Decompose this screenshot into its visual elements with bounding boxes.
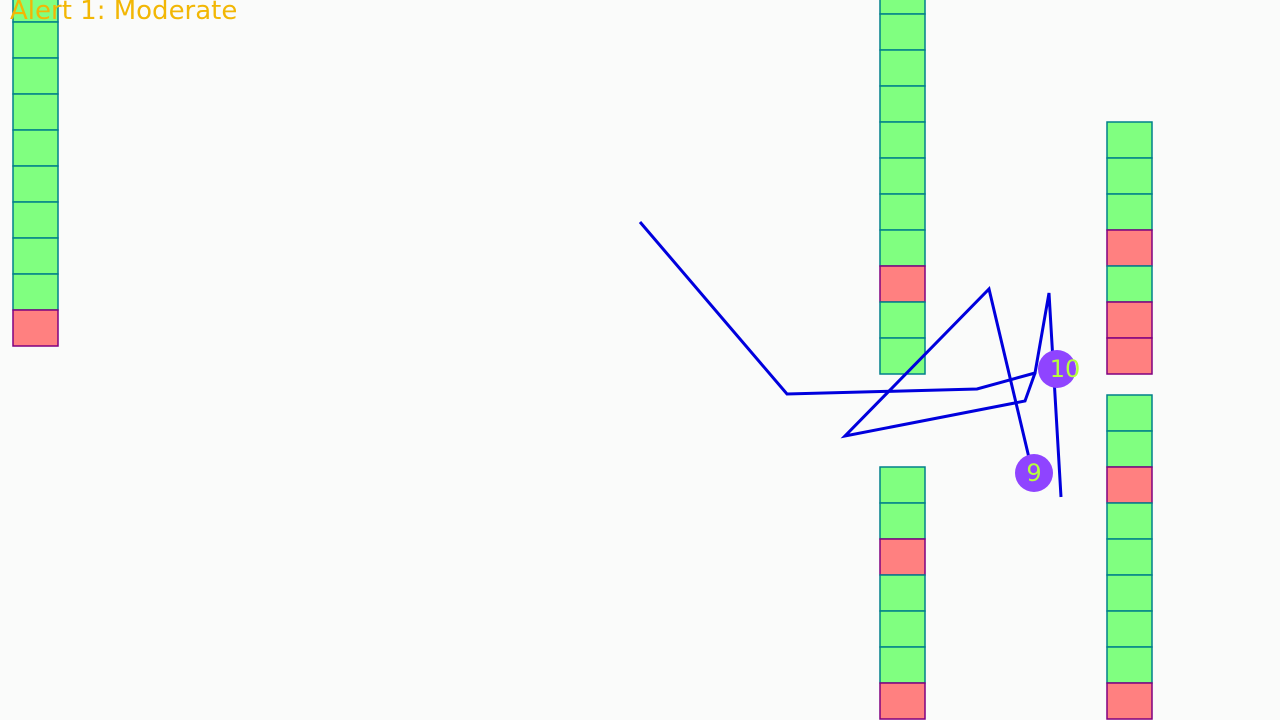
waypoint-label: 10 bbox=[1050, 355, 1081, 383]
safe-cell bbox=[879, 85, 926, 123]
safe-cell bbox=[1106, 193, 1153, 231]
danger-cell bbox=[1106, 301, 1153, 339]
waypoint-marker bbox=[1015, 454, 1053, 492]
safe-cell bbox=[879, 301, 926, 339]
column-left bbox=[12, 0, 59, 347]
safe-cell bbox=[1106, 157, 1153, 195]
safe-cell bbox=[1106, 502, 1153, 540]
safe-cell bbox=[879, 13, 926, 51]
safe-cell bbox=[879, 157, 926, 195]
waypoint-9: 9 bbox=[1015, 454, 1053, 492]
safe-cell bbox=[12, 165, 59, 203]
safe-cell bbox=[1106, 121, 1153, 159]
flight-path bbox=[638, 221, 1063, 498]
safe-cell bbox=[879, 121, 926, 159]
alert-status-text: Alert 1: Moderate bbox=[10, 0, 238, 26]
safe-cell bbox=[12, 93, 59, 131]
danger-cell bbox=[1106, 229, 1153, 267]
safe-cell bbox=[12, 21, 59, 59]
safe-cell bbox=[12, 273, 59, 311]
danger-cell bbox=[1106, 337, 1153, 375]
flight-path-segment bbox=[840, 286, 1037, 463]
danger-cell bbox=[879, 682, 926, 720]
waypoint-label: 9 bbox=[1026, 459, 1041, 487]
waypoints: 9 10 bbox=[1015, 350, 1080, 492]
safe-cell bbox=[12, 129, 59, 167]
safe-cell bbox=[879, 574, 926, 612]
safe-cell bbox=[879, 229, 926, 267]
danger-cell bbox=[879, 538, 926, 576]
waypoint-10: 10 bbox=[1038, 350, 1080, 388]
safe-cell bbox=[12, 57, 59, 95]
safe-cell bbox=[879, 466, 926, 504]
safe-cell bbox=[1106, 574, 1153, 612]
danger-cell bbox=[1106, 466, 1153, 504]
safe-cell bbox=[1106, 610, 1153, 648]
safe-cell bbox=[1106, 538, 1153, 576]
safe-cell bbox=[1106, 265, 1153, 303]
column-right-top bbox=[1106, 121, 1153, 375]
column-mid-bottom bbox=[879, 466, 926, 720]
danger-cell bbox=[12, 309, 59, 347]
safe-cell bbox=[1106, 394, 1153, 432]
safe-cell bbox=[879, 502, 926, 540]
danger-cell bbox=[1106, 682, 1153, 720]
safe-cell bbox=[1106, 430, 1153, 468]
safe-cell bbox=[879, 0, 926, 15]
obstacle-columns bbox=[12, 0, 1153, 720]
column-mid-top bbox=[879, 0, 926, 375]
safe-cell bbox=[12, 237, 59, 275]
safe-cell bbox=[879, 646, 926, 684]
safe-cell bbox=[12, 201, 59, 239]
column-right-bottom bbox=[1106, 394, 1153, 720]
safe-cell bbox=[879, 49, 926, 87]
waypoint-marker bbox=[1038, 350, 1076, 388]
danger-cell bbox=[879, 265, 926, 303]
safe-cell bbox=[879, 193, 926, 231]
safe-cell bbox=[1106, 646, 1153, 684]
safe-cell bbox=[879, 610, 926, 648]
safe-cell bbox=[879, 337, 926, 375]
